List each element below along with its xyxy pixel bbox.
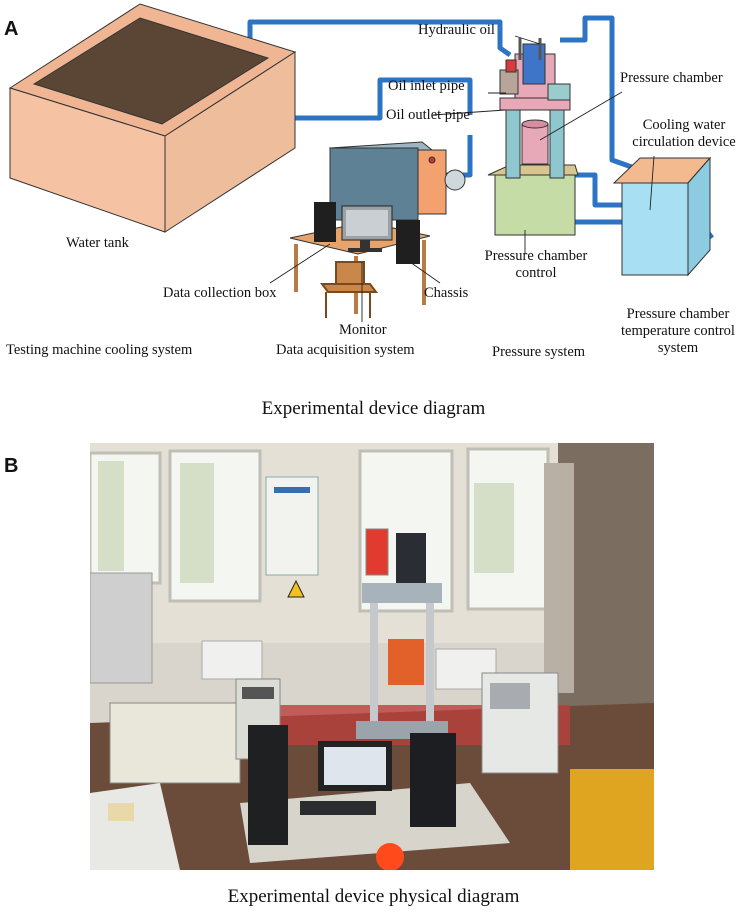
chassis-left [314,202,336,242]
panel-a-letter: A [4,18,19,40]
cooling-water-device [612,156,712,277]
label-data-acquisition-system: Data acquisition system [276,342,415,358]
label-pc-temp-line2: temperature control [621,323,735,339]
label-water-tank: Water tank [66,235,129,251]
data-collection-box [328,141,466,221]
experimental-device-schematic [8,3,714,322]
label-pc-temp-line1: Pressure chamber [626,306,730,322]
label-pressure-chamber: Pressure chamber [620,70,723,86]
chassis-right [396,220,420,264]
label-pressure-system: Pressure system [492,344,586,360]
label-cooling-water-line2: circulation device [632,134,736,150]
label-pc-control-line1: Pressure chamber [484,248,588,264]
testing-machine [356,528,448,739]
leader-lines [269,35,655,322]
label-hydraulic-oil: Hydraulic oil [418,22,495,38]
water-tank [8,3,297,233]
label-pc-control-line2: control [515,265,557,281]
caption-panel-b: Experimental device physical diagram [227,886,520,907]
label-monitor: Monitor [339,322,387,338]
label-oil-outlet-pipe: Oil outlet pipe [386,107,470,123]
monitor [341,205,393,252]
lab-photograph [90,443,654,870]
label-pc-temp-line3: system [657,340,699,356]
label-pressure-chamber-control: Pressure chamber control [472,248,600,282]
orange-box [570,769,654,870]
caption-panel-a: Experimental device diagram [261,398,486,419]
computer-desk [240,725,510,870]
cooling-pipes [247,15,714,240]
warning-sign [287,579,305,598]
wall-poster [265,476,319,576]
label-testing-machine-cooling-system: Testing machine cooling system [6,342,193,358]
cooling-machine-left [109,678,281,784]
chair [320,261,378,318]
label-data-collection-box: Data collection box [163,285,277,301]
lab-photo-illustration [90,443,654,870]
label-cooling-water-line1: Cooling water [642,117,726,133]
label-cooling-water-device: Cooling water circulation device [622,117,746,151]
label-chassis: Chassis [424,285,469,301]
pressure-system [487,38,579,236]
label-pressure-chamber-temp-control: Pressure chamber temperature control sys… [610,306,746,357]
temperature-control-box [481,672,559,774]
label-oil-inlet-pipe: Oil inlet pipe [388,78,465,94]
panel-b-letter: B [4,455,19,477]
